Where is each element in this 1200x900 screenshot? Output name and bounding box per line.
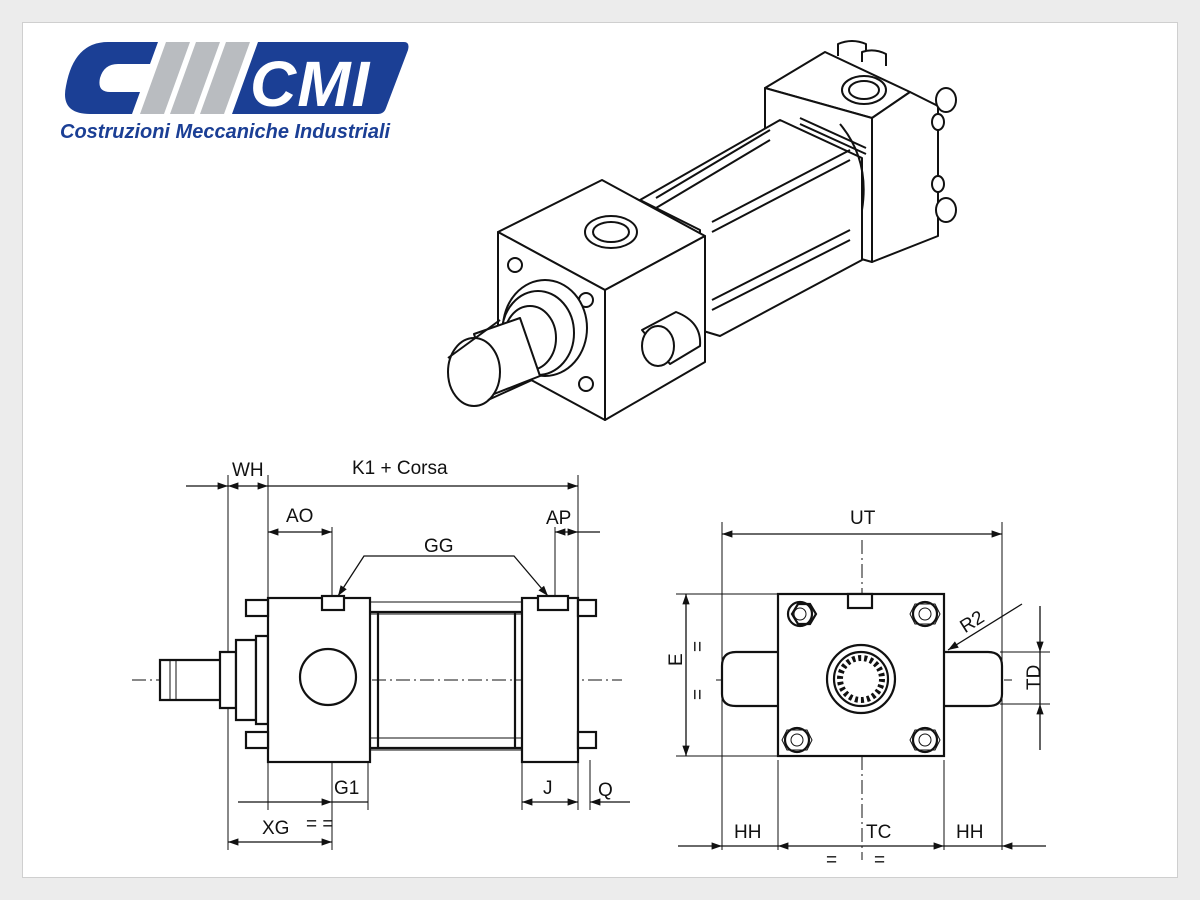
label-xg-equal: = =: [306, 814, 333, 835]
corner-nut-tl: [786, 600, 818, 628]
label-ao: AO: [286, 506, 313, 527]
label-r2: R2: [957, 607, 989, 638]
label-g1: G1: [334, 778, 359, 799]
label-ut: UT: [850, 508, 876, 529]
label-hh-left: HH: [734, 822, 761, 843]
logo-brand: CMI: [250, 48, 371, 120]
label-gg: GG: [424, 536, 454, 557]
label-tc-eq-left: =: [826, 850, 837, 871]
label-e-eq-bottom: =: [688, 689, 709, 700]
label-k1-corsa: K1 + Corsa: [352, 458, 448, 479]
logo-blue-banner: [232, 42, 409, 114]
label-td: TD: [1024, 665, 1045, 690]
front-cap: [447, 179, 706, 421]
label-e-eq-top: =: [688, 641, 709, 652]
label-ap: AP: [546, 508, 571, 529]
cylinder-isometric: [447, 40, 957, 421]
label-tc-eq-right: =: [874, 850, 885, 871]
label-wh: WH: [232, 460, 264, 481]
side-view: WH K1 + Corsa AO AP GG G1 J Q XG = =: [132, 458, 630, 850]
label-tc: TC: [866, 822, 891, 843]
corner-nut-tr: [909, 600, 941, 628]
corner-nut-br: [909, 726, 941, 754]
label-q: Q: [598, 780, 613, 801]
label-j: J: [543, 778, 553, 799]
label-hh-right: HH: [956, 822, 983, 843]
logo-c-mark: [65, 42, 250, 114]
drawing-frame: [22, 22, 1178, 878]
corner-nut-bl: [781, 726, 813, 754]
end-view: UT R2 E = = TD HH TC HH = =: [666, 508, 1050, 871]
label-e: E: [666, 653, 687, 666]
cmi-logo: CMI Costruzioni Meccaniche Industriali: [60, 42, 409, 143]
logo-tagline: Costruzioni Meccaniche Industriali: [60, 121, 391, 143]
label-xg: XG: [262, 818, 289, 839]
